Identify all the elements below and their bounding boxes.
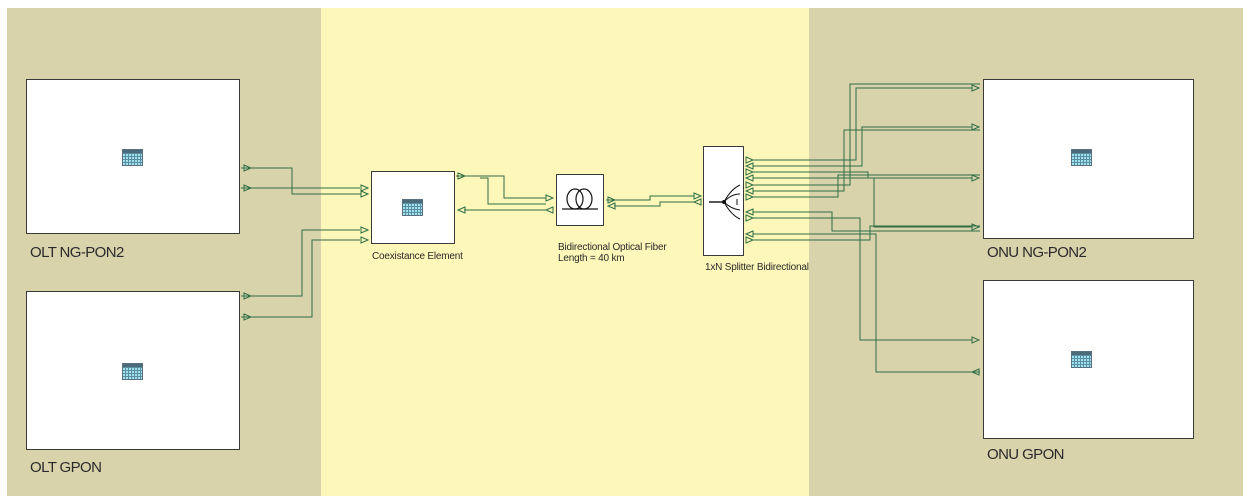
subsystem-icon — [402, 199, 423, 216]
onu-gpon-block[interactable] — [983, 280, 1194, 439]
wire-coex-loop — [480, 177, 546, 205]
splitter-icon — [709, 184, 741, 220]
subsystem-icon — [122, 149, 143, 166]
port-arrows — [243, 84, 981, 376]
wire-olt-gpon-out1 — [241, 229, 360, 297]
optical-fiber-label: Bidirectional Optical Fiber Length = 40 … — [558, 242, 667, 264]
optical-fiber-label-line1: Bidirectional Optical Fiber — [558, 242, 667, 253]
wire-splitter-to-fiber — [614, 201, 694, 207]
wire-olt-gpon-out2 — [241, 239, 360, 318]
subsystem-icon — [122, 363, 143, 380]
wire-olt-ngpon2-out1 — [241, 167, 361, 195]
wire-onu-split-3 — [753, 174, 980, 198]
onu-ngpon2-block[interactable] — [983, 79, 1194, 239]
wire-split-onu-2 — [753, 126, 972, 167]
olt-gpon-block[interactable] — [26, 291, 240, 450]
splitter-label: 1xN Splitter Bidirectional — [705, 262, 809, 273]
wire-split-onu-gpon-1 — [753, 217, 972, 341]
olt-ngpon2-block[interactable] — [26, 79, 240, 234]
coexistence-element-label: Coexistance Element — [372, 251, 463, 262]
wire-onu-split-1 — [753, 83, 980, 186]
wire-onu-split-4 — [753, 211, 980, 232]
coexistence-element-block[interactable] — [371, 171, 455, 244]
wire-onu-gpon-split-2 — [753, 225, 980, 241]
wire-coex-to-fiber — [456, 175, 546, 199]
splitter-block[interactable] — [703, 146, 744, 256]
onu-gpon-label: ONU GPON — [987, 446, 1064, 463]
wire-split-onu-4 — [753, 177, 972, 228]
subsystem-icon — [1071, 149, 1092, 166]
wire-onu-split-2 — [753, 129, 980, 192]
olt-ngpon2-label: OLT NG-PON2 — [30, 244, 124, 261]
wire-split-onu-1 — [753, 87, 972, 161]
wire-fiber-to-splitter — [606, 195, 694, 201]
wire-onu-gpon-split — [753, 233, 980, 373]
optical-fiber-label-line2: Length = 40 km — [558, 253, 625, 264]
onu-ngpon2-label: ONU NG-PON2 — [987, 244, 1087, 261]
fiber-coil-icon — [562, 188, 598, 210]
olt-gpon-label: OLT GPON — [30, 459, 102, 476]
optical-fiber-block[interactable] — [556, 174, 604, 226]
subsystem-icon — [1071, 351, 1092, 368]
